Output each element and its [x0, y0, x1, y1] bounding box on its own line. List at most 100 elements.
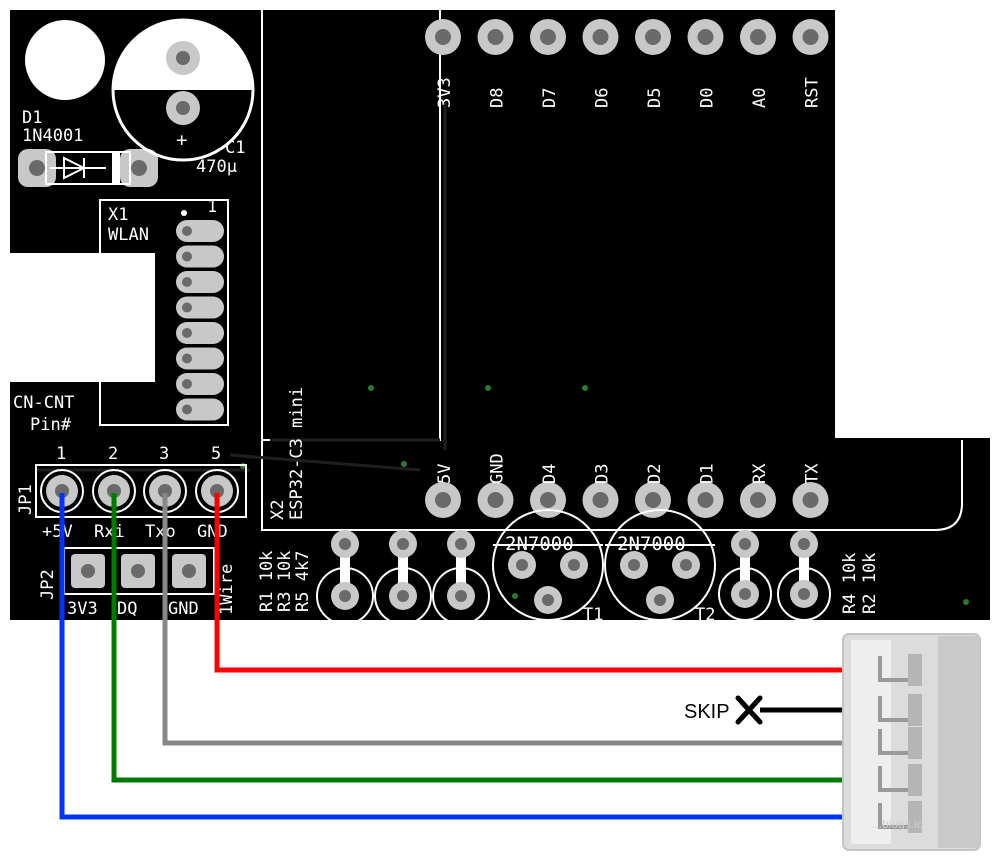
c1-plus: + — [176, 129, 187, 151]
esp-bottom-pin-label: TX — [803, 463, 823, 484]
d1-value: 1N4001 — [22, 126, 83, 146]
c1-value: 470µ — [196, 157, 237, 177]
esp-top-pin-label: D5 — [645, 88, 665, 108]
x1-value: WLAN — [108, 225, 149, 245]
resistor-pad — [389, 582, 417, 610]
jst-pin — [878, 694, 922, 726]
resistor-label: R3 10k — [275, 551, 295, 612]
resistor-label: R5 4k7 — [293, 551, 313, 612]
x1-pin — [176, 245, 224, 268]
resistor-label: R2 10k — [860, 553, 880, 614]
esp-top-pin — [477, 19, 514, 55]
x1-pin — [176, 296, 224, 319]
skip-marker: SKIP — [684, 695, 763, 725]
resistor — [777, 530, 831, 621]
wire-gray — [162, 493, 845, 746]
x1-pin — [176, 322, 224, 344]
jp1-pin-label: Txo — [145, 522, 176, 542]
transistor-type: 2N7000 — [505, 533, 574, 555]
jp2-pin-label: GND — [168, 599, 199, 619]
pcb-board — [10, 10, 990, 620]
cn-cnt-label: CN-CNT Pin# — [13, 393, 74, 435]
resistor-pad — [331, 582, 359, 610]
watermark: ...blogs.io — [872, 817, 924, 831]
jst-pin — [878, 727, 922, 759]
jp1-pin-number: 3 — [159, 444, 169, 464]
x1-pin — [176, 347, 224, 370]
resistor-label: R1 10k — [257, 551, 277, 612]
esp-top-pin — [425, 19, 461, 55]
jp1-pin — [143, 469, 187, 513]
esp-bottom-pin — [477, 482, 514, 518]
skip-x-icon — [735, 695, 763, 725]
transistor-type: 2N7000 — [617, 533, 686, 555]
x1-pin — [176, 373, 224, 395]
esp-top-pin — [687, 19, 724, 55]
esp-top-pin-label: D8 — [488, 88, 508, 108]
esp-bottom-pin — [530, 482, 566, 518]
transistor-pad — [560, 551, 588, 579]
esp-top-pin-label: D7 — [540, 88, 560, 108]
esp-bottom-pin — [425, 482, 461, 518]
esp-top-pin-label: D0 — [698, 88, 718, 108]
x2-ref: X2 — [268, 500, 288, 520]
x1-pin — [176, 398, 224, 421]
esp-bottom-pin-label: GND — [488, 453, 508, 484]
esp-bottom-pin-label: RX — [750, 463, 770, 484]
esp-top-pin-label: RST — [803, 77, 823, 108]
resistor-pad — [331, 530, 359, 558]
esp-top-pin — [635, 19, 671, 55]
esp-bottom-pin — [740, 482, 776, 518]
transistor-pad — [534, 586, 562, 614]
resistor-pad — [731, 580, 759, 608]
jst-pin — [878, 801, 922, 833]
resistor-pad — [731, 530, 759, 558]
esp-bottom-pin — [582, 482, 619, 518]
transistor-ref: T2 — [695, 605, 715, 625]
esp-bottom-pin-label: D3 — [593, 464, 613, 484]
wire-blue — [59, 493, 845, 820]
esp-bottom-pin-label: D4 — [540, 464, 560, 484]
jp2-onewire: 1Wire — [217, 564, 237, 615]
jp2-pin-label: DQ — [117, 599, 137, 619]
jp2-pin — [121, 554, 155, 588]
jp1-pin-label: Rxi — [94, 522, 125, 542]
transistor-pad — [620, 551, 648, 579]
esp-top-pin — [530, 19, 566, 55]
resistor — [718, 530, 772, 621]
jst-connector: ...blogs.io — [842, 633, 981, 851]
resistor-pad — [447, 582, 475, 610]
jp2-pin — [71, 554, 105, 588]
transistor-pad — [508, 551, 536, 579]
esp-top-pin — [740, 19, 776, 55]
transistor-ref: T1 — [583, 605, 603, 625]
capacitor-c1: + C1 470µ — [111, 18, 255, 177]
c1-ref: C1 — [225, 138, 245, 158]
resistor-pad — [389, 530, 417, 558]
jp1-pin-number: 1 — [56, 444, 66, 464]
jp1-ref: JP1 — [16, 484, 36, 515]
x1-pin1: 1 — [207, 197, 217, 217]
resistor-pad — [790, 580, 818, 608]
esp-top-pin-label: D6 — [593, 88, 613, 108]
jp1-pin-number: 5 — [211, 444, 221, 464]
cn-line1: CN-CNT — [13, 393, 74, 413]
transistor-pad — [646, 586, 674, 614]
x1-pin — [176, 271, 224, 293]
x1-ref: X1 — [108, 205, 128, 225]
esp-bottom-pin-label: 5V — [435, 464, 455, 484]
jst-pin — [878, 654, 922, 686]
x1-pin — [176, 220, 224, 242]
resistor — [316, 530, 374, 625]
esp-bottom-pin-label: D2 — [645, 464, 665, 484]
wires — [59, 493, 845, 820]
esp-top-pin — [582, 19, 619, 55]
esp-bottom-pin-label: D1 — [698, 464, 718, 484]
